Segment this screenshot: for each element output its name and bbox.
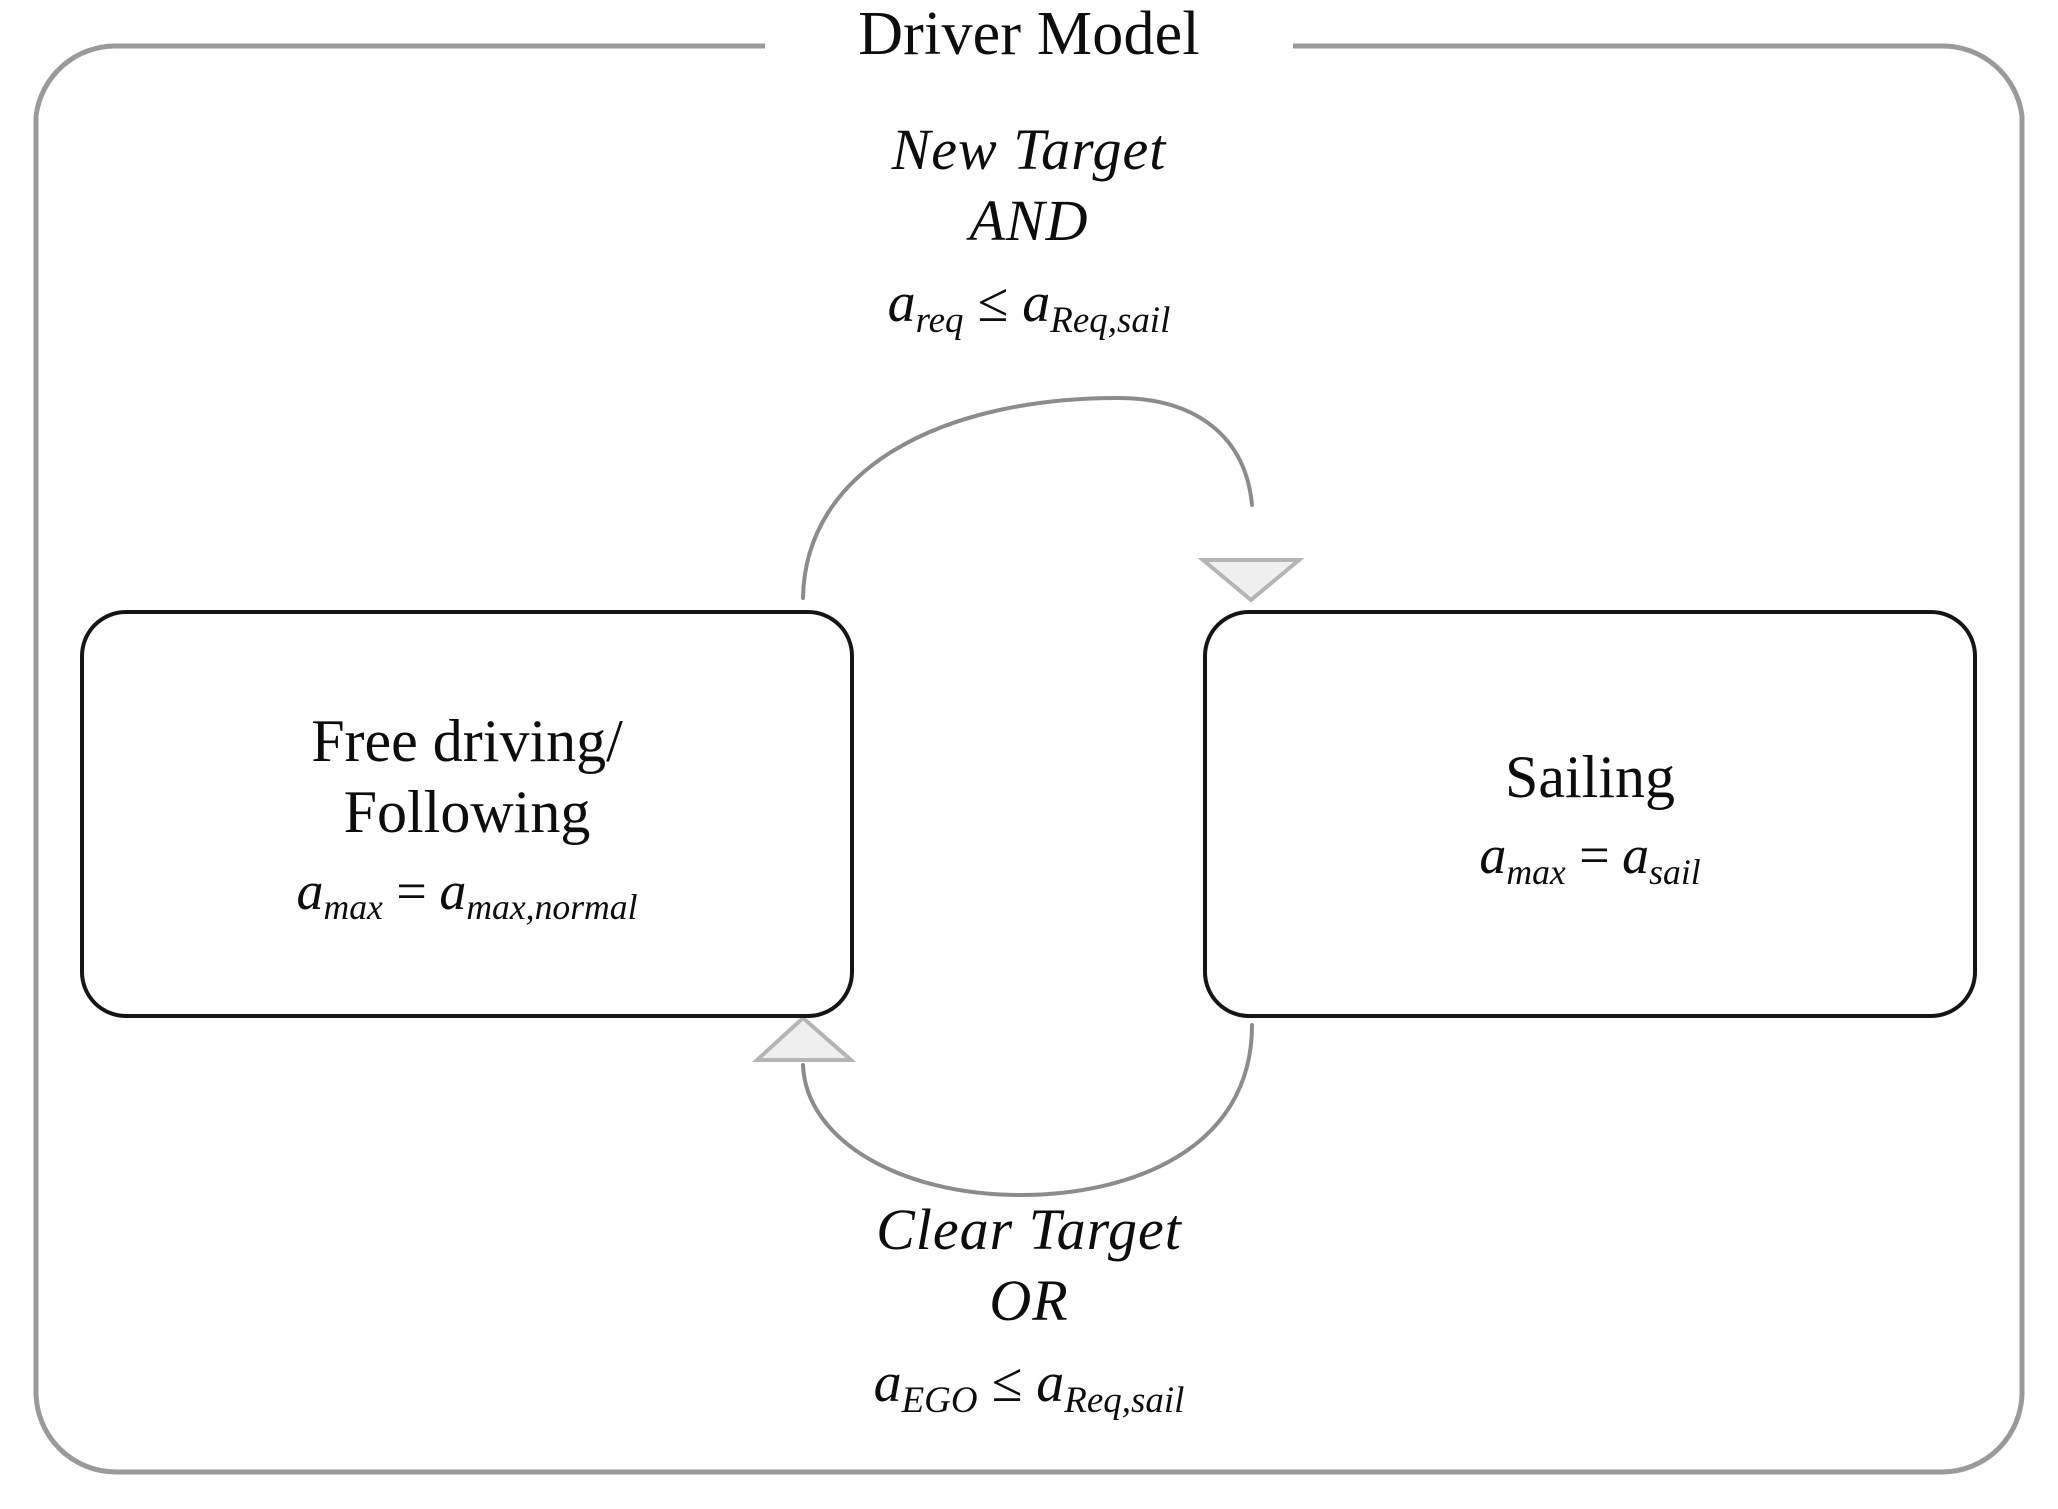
- transition-condition-line-2: AND: [969, 187, 1089, 253]
- container-border-top-right: [1293, 43, 2025, 117]
- transition-condition-line-1: New Target: [891, 117, 1167, 182]
- state-title: Sailing: [1504, 743, 1675, 810]
- state-box-sailing[interactable]: Sailing amax=asail: [1203, 610, 1977, 1018]
- container-title: Driver Model: [858, 0, 1200, 68]
- formula-lhs-base: a: [887, 271, 916, 334]
- state-title: Free driving/ Following: [311, 708, 623, 845]
- formula-operator: =: [392, 860, 430, 921]
- formula-lhs-sub: req: [915, 298, 964, 340]
- formula-lhs-base: a: [296, 860, 324, 921]
- formula-rhs-base: a: [1622, 825, 1650, 886]
- formula-rhs-sub: Req,sail: [1050, 298, 1171, 340]
- transition-label-sailing-to-free-driving: Clear Target OR aEGO≤aReq,sail: [629, 1195, 1429, 1420]
- formula-rhs-sub: Req,sail: [1064, 1378, 1185, 1420]
- transition-condition-formula: areq≤aReq,sail: [629, 271, 1429, 340]
- transition-condition-line-1: Clear Target: [876, 1197, 1182, 1262]
- formula-operator: ≤: [977, 271, 1009, 334]
- formula-lhs-sub: EGO: [901, 1378, 978, 1420]
- formula-rhs-base: a: [1036, 1351, 1065, 1414]
- transition-condition-formula: aEGO≤aReq,sail: [629, 1351, 1429, 1420]
- state-formula: amax=asail: [1479, 824, 1700, 892]
- state-box-free-driving-following[interactable]: Free driving/ Following amax=amax,normal: [80, 610, 854, 1018]
- container-border-top-left: [33, 43, 765, 117]
- formula-rhs-base: a: [439, 860, 467, 921]
- formula-rhs-base: a: [1022, 271, 1051, 334]
- transition-label-free-driving-to-sailing: New Target AND areq≤aReq,sail: [629, 115, 1429, 340]
- state-formula: amax=amax,normal: [296, 860, 638, 928]
- formula-rhs-sub: sail: [1649, 852, 1701, 893]
- formula-operator: =: [1575, 825, 1613, 886]
- formula-lhs-base: a: [1479, 825, 1507, 886]
- formula-operator: ≤: [991, 1351, 1023, 1414]
- transition-condition-line-2: OR: [989, 1267, 1069, 1333]
- formula-lhs-sub: max: [1506, 852, 1566, 893]
- formula-rhs-sub: max,normal: [466, 887, 638, 928]
- formula-lhs-base: a: [873, 1351, 902, 1414]
- formula-lhs-sub: max: [323, 887, 383, 928]
- container-border-body: [33, 116, 2025, 1475]
